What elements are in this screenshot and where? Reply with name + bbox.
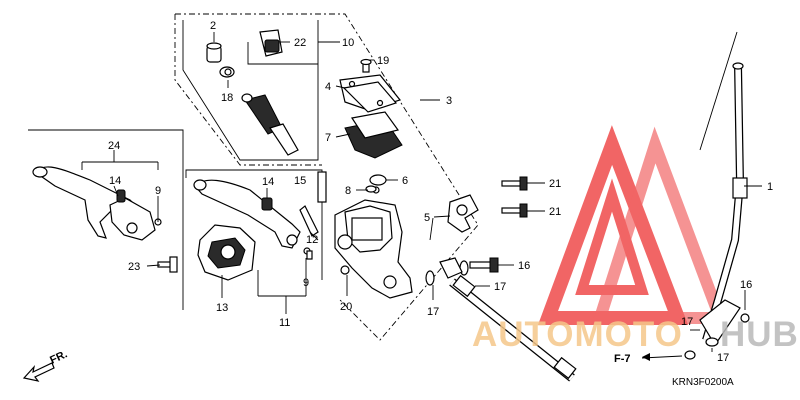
callout-7: 7	[325, 132, 331, 144]
callout-18: 18	[221, 92, 233, 104]
callout-20: 20	[340, 301, 352, 313]
brake-hose-short	[449, 274, 577, 382]
reservoir-cap-assembly	[339, 58, 403, 159]
group-frames	[28, 13, 738, 341]
banjo-parts	[425, 257, 499, 286]
callout-12: 12	[306, 234, 318, 246]
callout-9: 9	[303, 277, 309, 289]
callout-8: 8	[345, 185, 351, 197]
callout-22: 22	[294, 37, 306, 49]
front-arrow-icon: FR.	[22, 348, 69, 382]
bolt-23	[157, 256, 178, 273]
leader-lines	[81, 32, 762, 359]
lever-cover-13	[197, 224, 256, 281]
callout-19: 19	[377, 55, 389, 67]
callout-3: 3	[446, 95, 452, 107]
callout-16: 16	[740, 279, 752, 291]
brake-hose-long	[684, 62, 750, 360]
watermark-logo	[537, 125, 729, 325]
bolts-21	[501, 176, 528, 218]
callout-13: 13	[216, 302, 228, 314]
watermark-text-a: AUTOMOTO	[472, 315, 683, 354]
callout-14: 14	[262, 176, 274, 188]
reference-f7-label: F-7	[614, 353, 631, 365]
callout-2: 2	[210, 20, 216, 32]
callout-24: 24	[108, 140, 120, 152]
callout-5: 5	[424, 212, 430, 224]
diagram-code: KRN3F0200A	[672, 377, 734, 388]
callout-1: 1	[767, 181, 773, 193]
callout-10: 10	[342, 37, 354, 49]
watermark-text: AUTOMOTO HUB	[472, 315, 799, 354]
callout-6: 6	[402, 175, 408, 187]
piston-assembly	[206, 29, 299, 156]
callout-17: 17	[717, 352, 729, 364]
callout-21: 21	[549, 178, 561, 190]
callout-4: 4	[325, 81, 331, 93]
callout-15: 15	[294, 175, 306, 187]
callout-labels: 24 14 9 23 14 9 11 13 2 22 10 18 19 4 3 …	[108, 20, 773, 364]
callout-17: 17	[427, 306, 439, 318]
callout-17: 17	[494, 281, 506, 293]
callout-23: 23	[128, 261, 140, 273]
callout-14: 14	[109, 175, 121, 187]
small-parts	[306, 185, 377, 260]
watermark-text-b: HUB	[720, 315, 799, 354]
callout-9: 9	[155, 185, 161, 197]
front-label: FR.	[48, 348, 69, 366]
brake-lever-left	[32, 166, 162, 241]
reference-f7: F-7	[614, 353, 650, 365]
callout-17: 17	[681, 316, 693, 328]
callout-21: 21	[549, 206, 561, 218]
callout-11: 11	[279, 317, 290, 329]
holder-5	[447, 194, 479, 233]
master-cylinder	[299, 171, 413, 299]
callout-16: 16	[518, 260, 530, 272]
